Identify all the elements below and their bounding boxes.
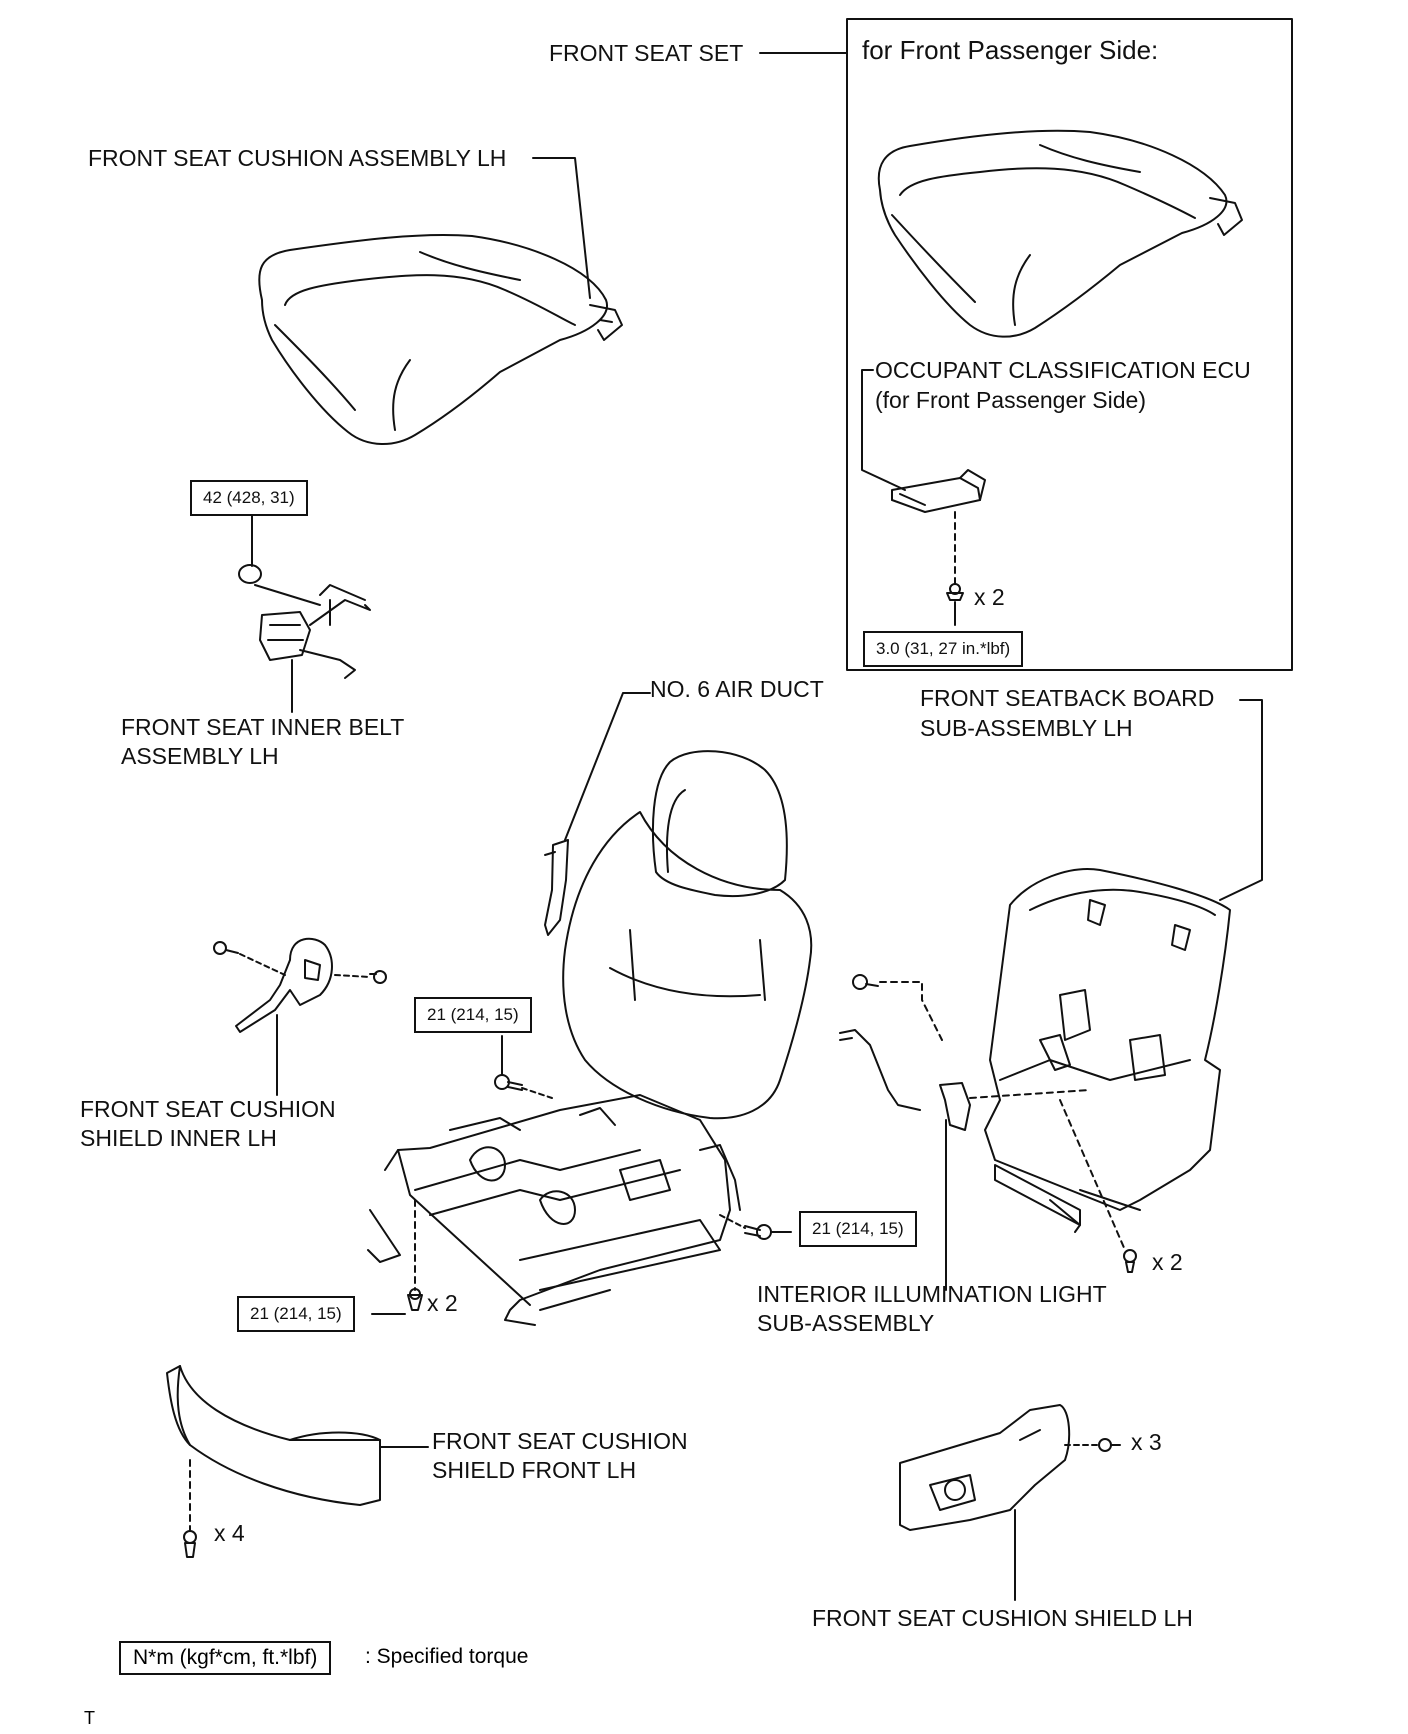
frame-bolt-quantity: x 2 [427, 1290, 458, 1316]
occupant-ecu-label: OCCUPANT CLASSIFICATION ECU [875, 357, 1251, 383]
cushion-shield-inner [213, 937, 387, 1033]
ecu-screw-quantity: x 2 [974, 584, 1005, 610]
cushion-shield-front [166, 1365, 381, 1506]
cushion-shield-lh [899, 1404, 1071, 1531]
footer-mark: T [84, 1708, 95, 1728]
seat-frame [367, 1094, 741, 1326]
shield-lh-screw-quantity: x 3 [1131, 1429, 1162, 1455]
seat-back [562, 811, 813, 1120]
cushion-assembly-label: FRONT SEAT CUSHION ASSEMBLY LH [88, 145, 507, 171]
seatback-board-label: FRONT SEATBACK BOARD [920, 685, 1215, 711]
torque-legend-unit: N*m (kgf*cm, ft.*lbf) [119, 1641, 332, 1675]
shield-front-screw [183, 1530, 197, 1558]
occupant-ecu-leader [861, 369, 906, 491]
seat-bolt-torque-box: 21 (214, 15) [414, 997, 532, 1033]
seatback-screw [1123, 1249, 1137, 1273]
shield-front-label: FRONT SEAT CUSHION [432, 1428, 688, 1454]
ecu-screw [946, 583, 964, 601]
front-seat-set-label: FRONT SEAT SET [549, 40, 744, 66]
interior-illumination-light [839, 974, 971, 1131]
belt-torque-box: 42 (428, 31) [190, 480, 308, 516]
frame-bolt-lower [407, 1288, 423, 1311]
occupant-classification-ecu [891, 469, 986, 513]
air-duct [544, 839, 569, 936]
seatback-screw-quantity: x 2 [1152, 1249, 1183, 1275]
occupant-ecu-sublabel: (for Front Passenger Side) [875, 387, 1147, 413]
illumination-sublabel: SUB-ASSEMBLY [757, 1310, 935, 1336]
cushion-assembly-leader [532, 157, 591, 299]
inner-belt-label: FRONT SEAT INNER BELT [121, 714, 405, 740]
seat-bolt-upper [494, 1074, 523, 1091]
shield-lh-label: FRONT SEAT CUSHION SHIELD LH [812, 1605, 1193, 1631]
passenger-side-title: for Front Passenger Side: [862, 35, 1159, 65]
seat-cushion-passenger [877, 129, 1243, 338]
shield-front-screw-quantity: x 4 [214, 1520, 245, 1546]
shield-lh-screw [1098, 1438, 1121, 1452]
seatback-board-leader [1219, 699, 1263, 901]
air-duct-leader [564, 692, 651, 841]
frame-right-torque-box: 21 (214, 15) [799, 1211, 917, 1247]
seatback-board-sublabel: SUB-ASSEMBLY LH [920, 715, 1133, 741]
seat-cushion-left [258, 233, 623, 445]
passenger-side-inset-frame [846, 18, 1293, 671]
inner-belt-sublabel: ASSEMBLY LH [121, 743, 279, 769]
ecu-torque-box: 3.0 (31, 27 in.*lbf) [863, 631, 1024, 667]
seatback-board [984, 868, 1231, 1233]
illumination-label: INTERIOR ILLUMINATION LIGHT [757, 1281, 1107, 1307]
frame-bottom-torque-box: 21 (214, 15) [237, 1296, 355, 1332]
shield-front-sublabel: SHIELD FRONT LH [432, 1457, 637, 1483]
inner-belt-assembly [238, 564, 371, 679]
shield-inner-label: FRONT SEAT CUSHION [80, 1096, 336, 1122]
shield-inner-sublabel: SHIELD INNER LH [80, 1125, 277, 1151]
frame-bolt-right [744, 1224, 772, 1240]
torque-legend-description: : Specified torque [365, 1645, 529, 1668]
air-duct-label: NO. 6 AIR DUCT [650, 676, 824, 702]
seat-headrest [652, 750, 788, 898]
